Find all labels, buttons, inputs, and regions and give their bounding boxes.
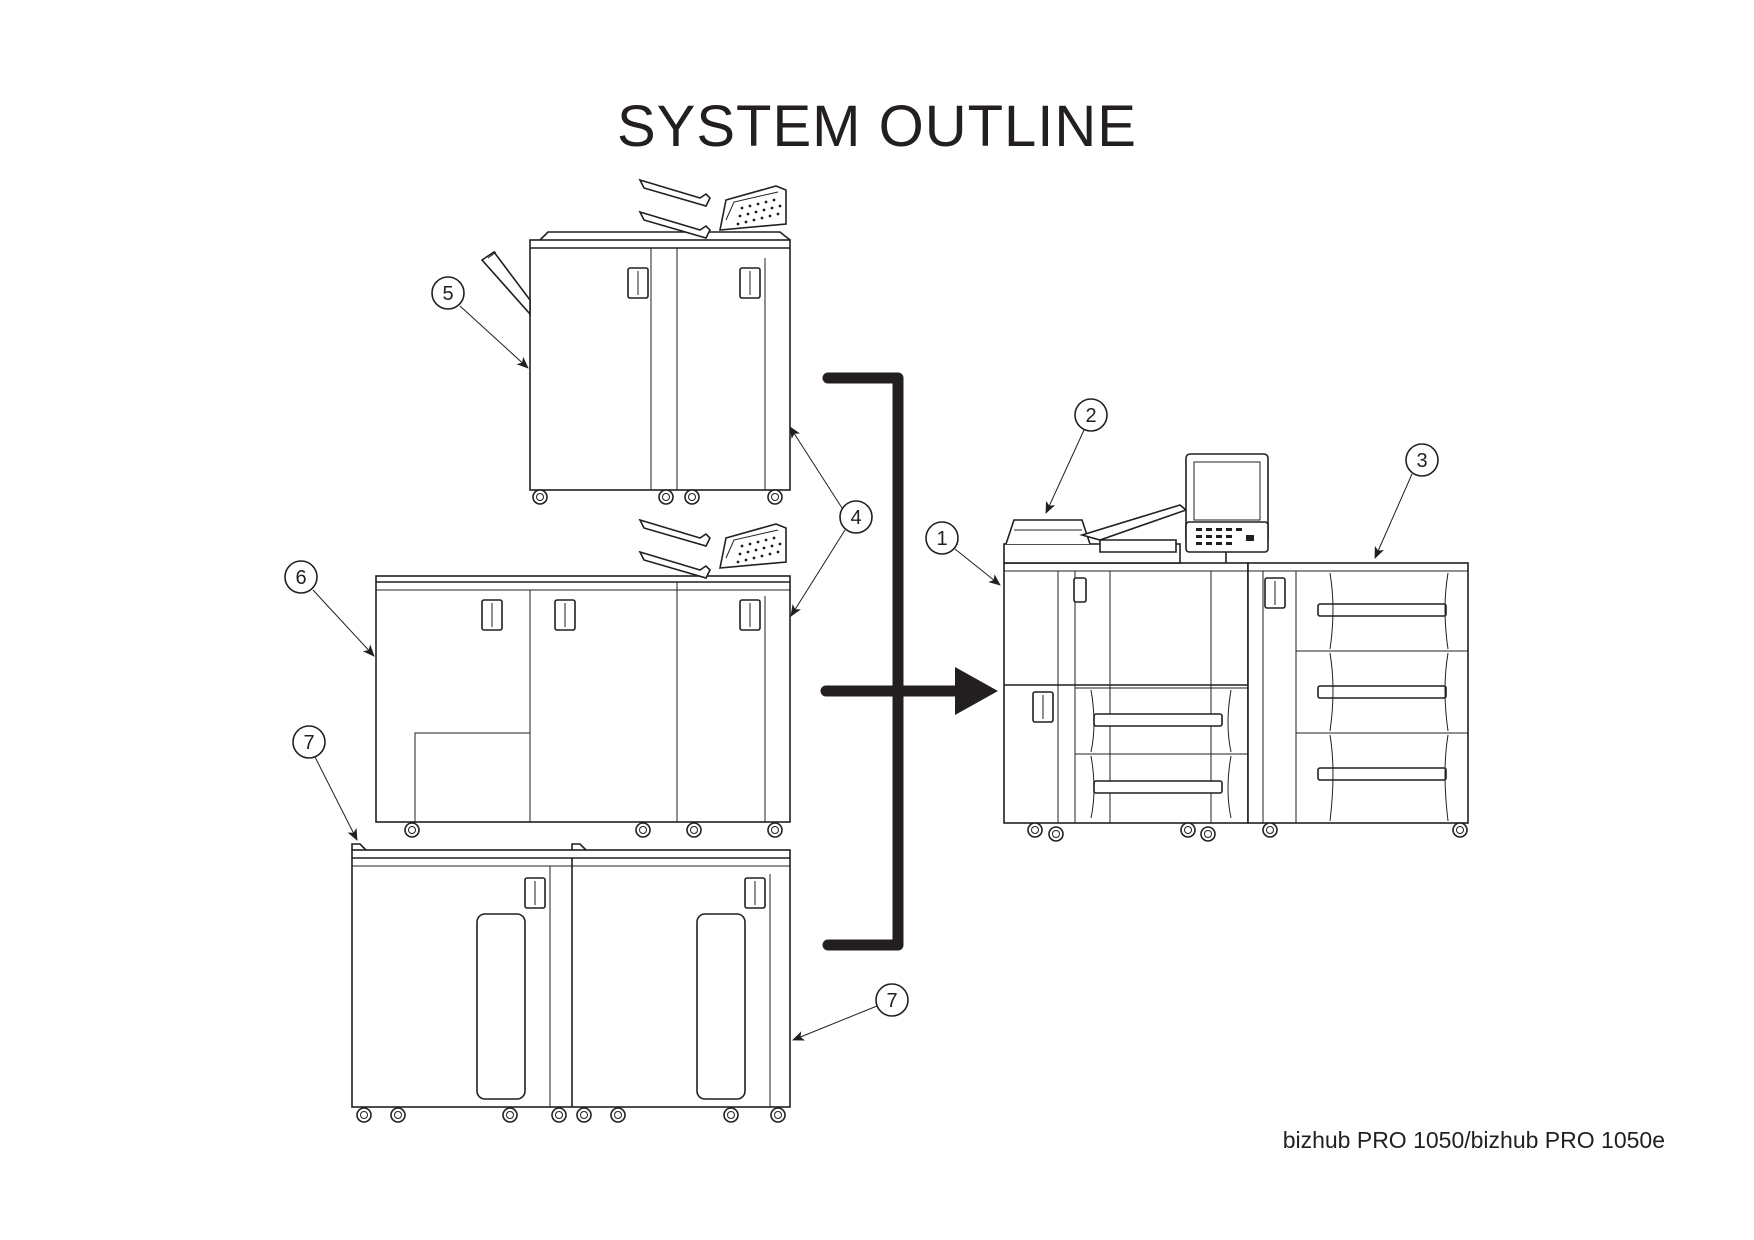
page-title: SYSTEM OUTLINE — [617, 94, 1137, 159]
connection-bracket — [820, 372, 998, 951]
stacker-unit — [351, 843, 791, 1123]
callout-4: 4 — [789, 426, 873, 617]
auto-document-feeder — [1003, 504, 1188, 564]
callout-1: 1 — [925, 521, 1001, 586]
callout-6-label: 6 — [295, 567, 306, 589]
control-panel — [1185, 453, 1269, 563]
callout-6: 6 — [284, 560, 375, 657]
callout-1-label: 1 — [936, 528, 947, 550]
callout-4-label: 4 — [850, 507, 861, 529]
paper-feed-unit — [1247, 562, 1469, 838]
footer-model-name: bizhub PRO 1050/bizhub PRO 1050e — [1282, 1127, 1665, 1153]
callout-7-lower: 7 — [792, 983, 909, 1041]
finisher-unit-large — [375, 519, 791, 838]
callout-3-label: 3 — [1416, 450, 1427, 472]
callout-7-upper-label: 7 — [303, 732, 314, 754]
callout-7-lower-label: 7 — [886, 990, 897, 1012]
callout-3: 3 — [1374, 443, 1439, 559]
callout-5: 5 — [431, 276, 529, 369]
callout-7-upper: 7 — [292, 725, 358, 841]
finisher-unit-top — [480, 179, 791, 505]
callout-2: 2 — [1045, 398, 1108, 514]
main-body-unit — [1003, 562, 1249, 842]
callout-2-label: 2 — [1085, 405, 1096, 427]
callout-5-label: 5 — [442, 283, 453, 305]
